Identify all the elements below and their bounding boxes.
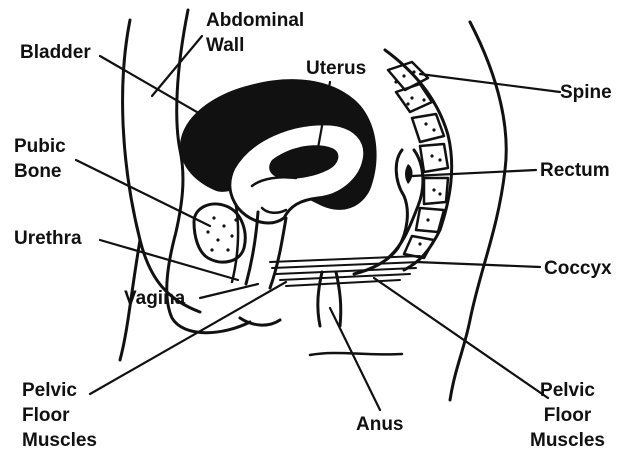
leader-anus <box>330 308 380 410</box>
label-line: Floor <box>530 403 605 428</box>
label-line: Pelvic <box>22 378 97 403</box>
label-urethra: Urethra <box>14 226 82 251</box>
vertebra <box>416 208 444 232</box>
label-line: Urethra <box>14 226 82 251</box>
leader-bladder <box>100 56 228 130</box>
label-line: Abdominal <box>206 8 304 33</box>
label-line: Pubic <box>14 134 66 159</box>
vertebra <box>424 178 448 204</box>
label-spine: Spine <box>560 80 612 105</box>
anal-canal-back <box>336 272 341 326</box>
leader-pelvic-floor-left <box>90 282 286 394</box>
label-coccyx: Coccyx <box>544 256 612 281</box>
label-anus: Anus <box>356 412 404 437</box>
label-line: Wall <box>206 33 304 58</box>
label-bladder: Bladder <box>20 40 91 65</box>
label-line: Rectum <box>540 158 610 183</box>
label-line: Coccyx <box>544 256 612 281</box>
label-pubic-bone: Pubic Bone <box>14 134 66 184</box>
label-pelvic-floor-muscles-left: Pelvic Floor Muscles <box>22 378 97 453</box>
label-pelvic-floor-muscles-right: Pelvic Floor Muscles <box>530 378 605 453</box>
label-uterus: Uterus <box>306 56 366 81</box>
label-line: Vagina <box>124 286 185 311</box>
pelvic-floor-muscles <box>270 256 420 286</box>
label-line: Pelvic <box>530 378 605 403</box>
perineum-line <box>310 353 402 355</box>
anal-canal-front <box>318 272 322 326</box>
pubic-bone-stipple <box>206 216 237 251</box>
vertebra <box>396 84 432 112</box>
label-rectum: Rectum <box>540 158 610 183</box>
label-line: Floor <box>22 403 97 428</box>
label-line: Bone <box>14 159 66 184</box>
vagina-wall-front <box>246 212 258 284</box>
label-vagina: Vagina <box>124 286 185 311</box>
vertebra <box>412 114 444 142</box>
leader-spine <box>420 74 560 92</box>
leader-pelvic-floor-right <box>374 278 548 398</box>
label-line: Muscles <box>22 428 97 453</box>
label-line: Anus <box>356 412 404 437</box>
label-line: Spine <box>560 80 612 105</box>
label-line: Bladder <box>20 40 91 65</box>
leader-vagina <box>200 284 258 298</box>
rectum-lumen <box>405 164 413 184</box>
urethra-tube <box>232 206 238 282</box>
vagina-wall-back <box>270 218 286 288</box>
leader-coccyx <box>416 262 540 267</box>
vertebra <box>404 236 434 258</box>
label-line: Uterus <box>306 56 366 81</box>
label-abdominal-wall: Abdominal Wall <box>206 8 304 58</box>
vertebra <box>420 144 448 172</box>
label-line: Muscles <box>530 428 605 453</box>
